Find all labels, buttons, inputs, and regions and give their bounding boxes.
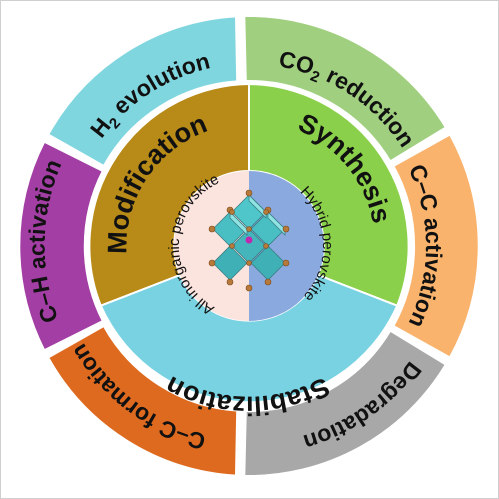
- segment-degradation: [243, 329, 448, 478]
- perovskite-crystal-structure-icon: [208, 189, 290, 292]
- segment-cc-activation: [392, 133, 480, 359]
- segment-ch-activation: [18, 140, 105, 352]
- outer-ring: [18, 14, 480, 478]
- segment-co2-reduction: [243, 14, 448, 163]
- segment-h2-evolution: [46, 15, 239, 168]
- middle-ring: [88, 82, 410, 404]
- segment-cc-formation: [46, 324, 239, 477]
